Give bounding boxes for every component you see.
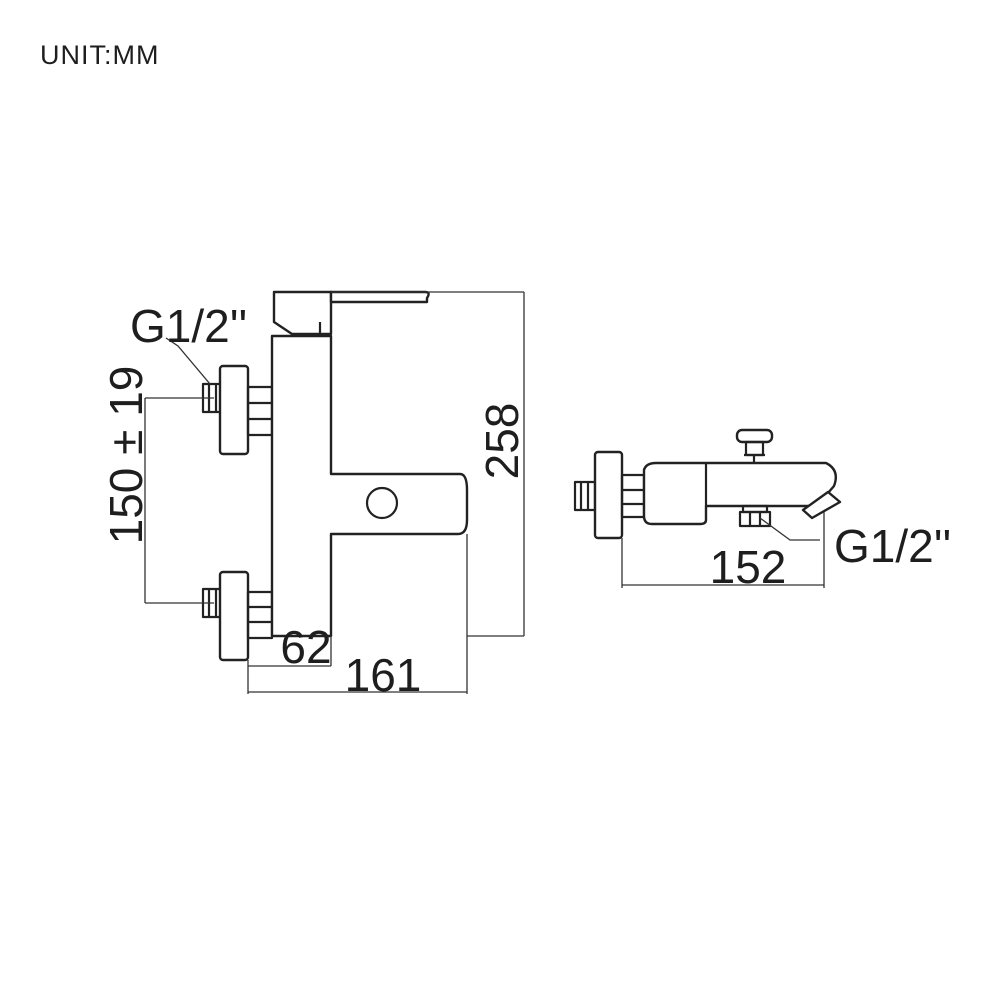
height-dimension: 258	[331, 291, 528, 637]
total-depth-label: 161	[345, 649, 422, 701]
lever-handle	[272, 290, 430, 336]
inlet-spacing-dimension: 150 ± 19	[100, 366, 214, 604]
upper-inlet	[201, 364, 274, 456]
mixer-body	[270, 334, 469, 638]
spout-aerator	[801, 490, 842, 520]
width-label: 152	[710, 541, 787, 593]
side-thread-leader	[759, 517, 820, 541]
side-wall-flange	[593, 450, 624, 540]
thread-label: G1/2''	[130, 300, 247, 352]
unit-label: UNIT:MM	[40, 40, 159, 70]
inlet-spacing-label: 150 ± 19	[100, 366, 152, 545]
diverter-knob	[365, 486, 399, 520]
width-dimension: 152	[621, 512, 825, 593]
lower-inlet	[201, 570, 274, 662]
side-view: G1/2'' 152	[573, 428, 951, 593]
wall-to-body-label: 62	[280, 621, 331, 673]
shower-outlet	[738, 504, 772, 528]
front-view: G1/2'' 150 ± 19 258 62 161	[100, 290, 528, 701]
side-thread-label: G1/2''	[834, 520, 951, 572]
thread-leader	[165, 337, 211, 385]
diverter-button	[735, 428, 774, 463]
height-label: 258	[476, 403, 528, 480]
total-depth-dimension: 161	[248, 534, 468, 701]
wall-to-body-dimension: 62	[247, 621, 332, 694]
